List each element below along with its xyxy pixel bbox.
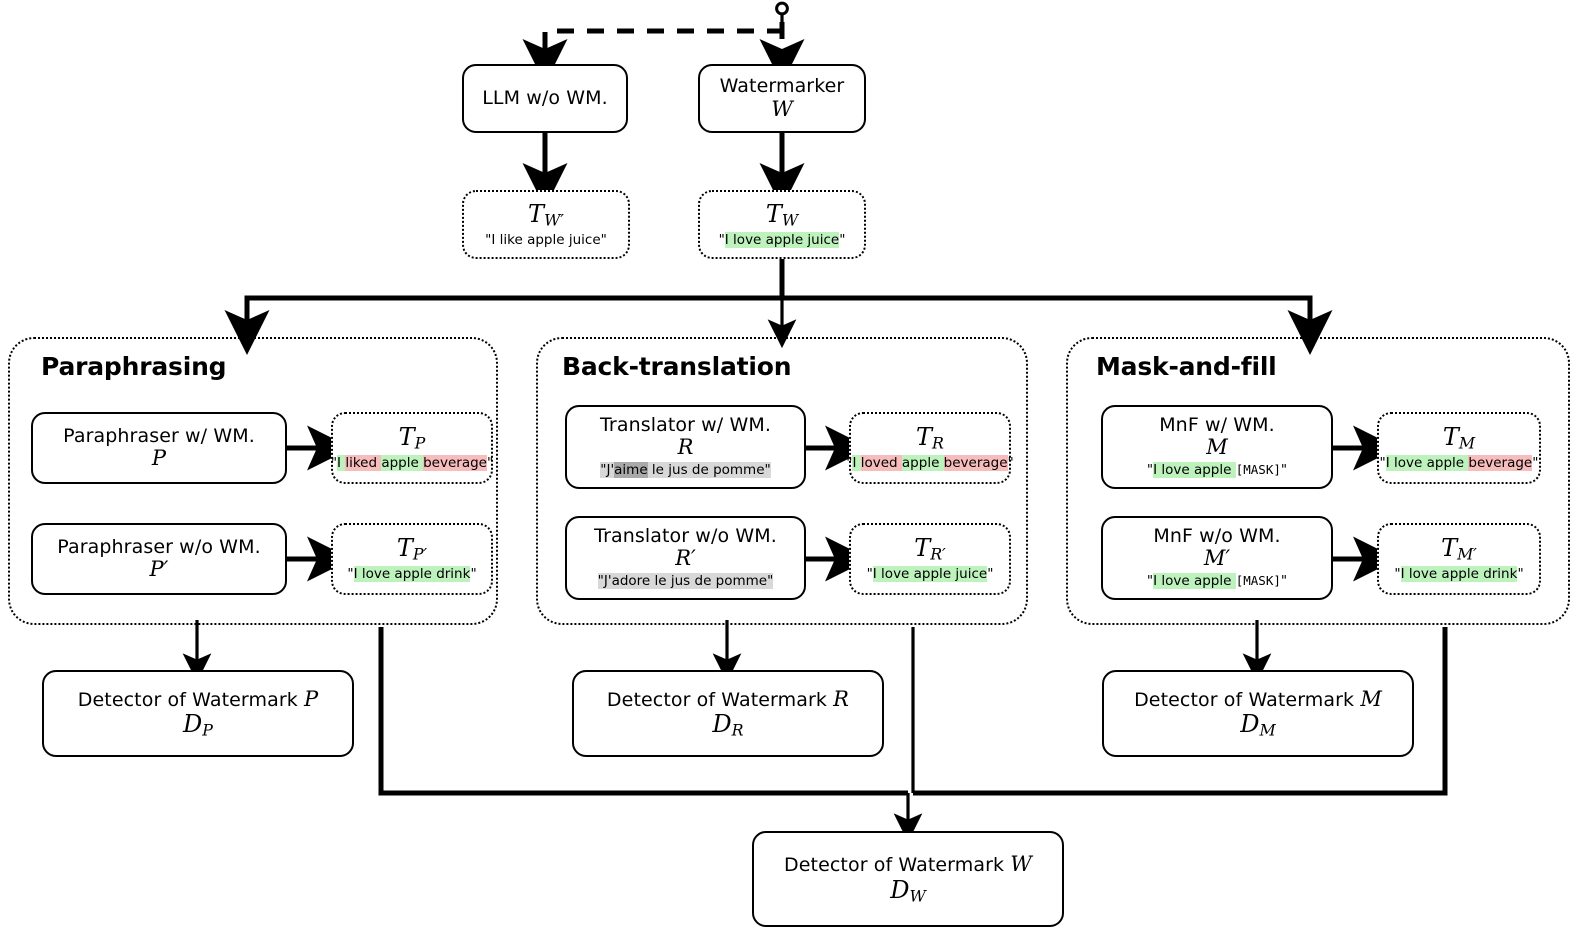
detector-of-watermark-p-box[interactable]: Detector of Watermark P DP — [42, 670, 354, 757]
translator-with-wm-snippet: "J'aime le jus de pomme" — [600, 462, 771, 479]
watermarker-box-label: Watermarker — [719, 75, 845, 98]
paraphraser-without-wm-label: Paraphraser w/o WM. — [57, 535, 261, 558]
detector-m-symbol: DM — [1240, 710, 1276, 740]
tw-fanout-edge — [224, 259, 1333, 356]
mnf-without-wm-label: MnF w/o WM. — [1153, 525, 1281, 548]
tm-prime-text: "I love apple drink" — [1394, 566, 1524, 583]
tr-text: "I loved apple beverage" — [846, 455, 1014, 472]
region-back-translation-title: Back-translation — [562, 352, 792, 381]
translator-without-wm-symbol: R′ — [675, 546, 696, 571]
watermarker-symbol: W — [771, 96, 793, 121]
detector-r-label: Detector of Watermark R — [606, 686, 850, 711]
tw-text: "I love apple juice" — [718, 231, 846, 248]
paraphraser-without-wm-symbol: P′ — [149, 557, 169, 582]
tw-prime-text: "I like apple juice" — [485, 231, 607, 248]
tp-prime-symbol: TP′ — [396, 534, 428, 564]
tr-prime-text: "I love apple juice" — [866, 566, 994, 583]
detector-of-watermark-r-box[interactable]: Detector of Watermark R DR — [572, 670, 884, 757]
mnf-with-wm-label: MnF w/ WM. — [1159, 414, 1275, 437]
tp-symbol: TP — [398, 423, 426, 453]
region-paraphrasing-title: Paraphrasing — [41, 352, 227, 381]
tp-text: "I liked apple beverage" — [330, 455, 494, 472]
translator-with-wm-label: Translator w/ WM. — [600, 414, 771, 437]
tw-symbol: TW — [765, 199, 799, 230]
translator-without-wm-snippet: "J'adore le jus de pomme" — [597, 573, 774, 590]
detector-of-watermark-w-box[interactable]: Detector of Watermark W DW — [752, 831, 1064, 927]
tw-prime-symbol: TW′ — [528, 199, 564, 230]
person-source-icon — [775, 1, 789, 23]
tp-output-box: TP "I liked apple beverage" — [331, 412, 493, 484]
mnf-without-wm-symbol: M′ — [1203, 546, 1231, 571]
tr-prime-output-box: TR′ "I love apple juice" — [849, 523, 1011, 595]
mnf-without-wm-snippet: "I love apple [MASK]" — [1146, 573, 1288, 590]
paraphraser-without-wm-box[interactable]: Paraphraser w/o WM. P′ — [31, 523, 287, 595]
detector-w-symbol: DW — [890, 875, 926, 906]
tw-prime-output-box: TW′ "I like apple juice" — [462, 190, 630, 259]
detector-w-label: Detector of Watermark W — [784, 852, 1032, 877]
tm-output-box: TM "I love apple beverage" — [1377, 412, 1541, 484]
watermarker-box[interactable]: Watermarker W — [698, 64, 866, 133]
detector-of-watermark-m-box[interactable]: Detector of Watermark M DM — [1102, 670, 1414, 757]
tr-symbol: TR — [916, 423, 944, 453]
detector-r-symbol: DR — [712, 710, 744, 740]
tr-prime-symbol: TR′ — [914, 534, 946, 564]
translator-with-wm-box[interactable]: Translator w/ WM. R "J'aime le jus de po… — [565, 405, 806, 489]
mnf-with-wm-symbol: M — [1206, 435, 1228, 460]
region-back-translation — [536, 337, 1028, 625]
translator-with-wm-symbol: R — [677, 435, 694, 460]
tw-output-box: TW "I love apple juice" — [698, 190, 866, 259]
region-mask-and-fill-title: Mask-and-fill — [1096, 352, 1277, 381]
tm-symbol: TM — [1442, 423, 1476, 453]
tr-output-box: TR "I loved apple beverage" — [846, 412, 1014, 484]
tp-prime-output-box: TP′ "I love apple drink" — [331, 523, 493, 595]
detector-m-label: Detector of Watermark M — [1134, 686, 1382, 711]
translator-without-wm-label: Translator w/o WM. — [594, 525, 777, 548]
detector-p-symbol: DP — [183, 710, 213, 740]
mnf-with-wm-box[interactable]: MnF w/ WM. M "I love apple [MASK]" — [1101, 405, 1333, 489]
source-to-models-dashed-edge — [522, 22, 805, 85]
llm-without-watermark-box[interactable]: LLM w/o WM. — [462, 64, 628, 133]
paraphraser-with-wm-symbol: P — [151, 446, 167, 471]
region-mask-and-fill — [1066, 337, 1570, 625]
detector-p-label: Detector of Watermark P — [77, 686, 319, 711]
tp-prime-text: "I love apple drink" — [347, 566, 477, 583]
tm-text: "I love apple beverage" — [1379, 455, 1539, 472]
region-paraphrasing — [8, 337, 498, 625]
translator-without-wm-box[interactable]: Translator w/o WM. R′ "J'adore le jus de… — [565, 516, 806, 600]
tm-prime-output-box: TM′ "I love apple drink" — [1377, 523, 1541, 595]
llm-box-label: LLM w/o WM. — [482, 86, 608, 109]
paraphraser-with-wm-box[interactable]: Paraphraser w/ WM. P — [31, 412, 287, 484]
mnf-with-wm-snippet: "I love apple [MASK]" — [1146, 462, 1288, 479]
paraphraser-with-wm-label: Paraphraser w/ WM. — [63, 424, 255, 447]
tm-prime-symbol: TM′ — [1441, 534, 1477, 564]
mnf-without-wm-box[interactable]: MnF w/o WM. M′ "I love apple [MASK]" — [1101, 516, 1333, 600]
